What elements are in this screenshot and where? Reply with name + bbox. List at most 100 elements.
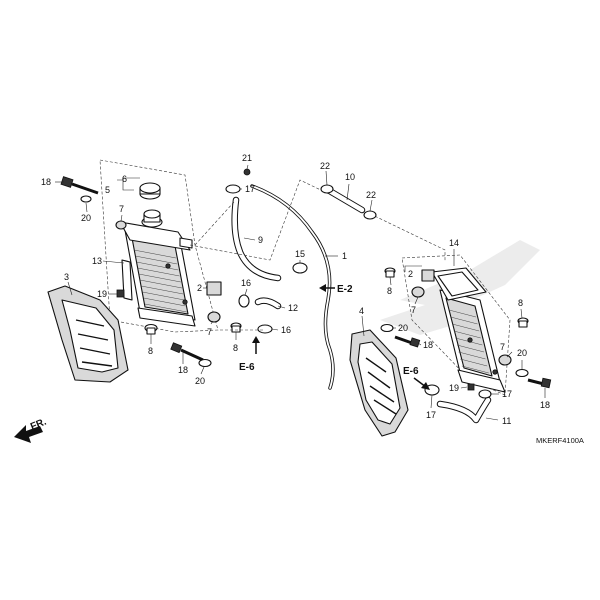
fin-line [461, 365, 489, 374]
callout: 8 [233, 343, 238, 353]
callout: 11 [502, 416, 511, 426]
callout: 5 [105, 185, 110, 195]
callout: 21 [242, 153, 252, 163]
callout: 16 [281, 325, 291, 335]
collar-8-left [144, 323, 158, 335]
callout: 18 [540, 400, 550, 410]
callout-labels: 1 2 2 3 4 5 6 7 7 7 7 8 8 8 8 9 10 11 12… [41, 153, 550, 426]
callout: 10 [345, 172, 355, 182]
bolt-18-right-bottom [527, 377, 552, 389]
clamp-16-upper [238, 294, 250, 308]
shroud-slot [81, 361, 113, 367]
clamp-17-top [225, 184, 241, 194]
ref-label-e6-right: E-6 [403, 366, 419, 377]
clip-21 [243, 168, 251, 176]
callout: 6 [122, 174, 127, 184]
radiator-cap-left [139, 182, 161, 200]
fin-line [136, 261, 179, 271]
callout: 15 [295, 249, 305, 259]
hose-10 [324, 186, 366, 214]
callout: 17 [502, 389, 512, 399]
clip-19-right [467, 383, 475, 391]
siphon-tube-1 [250, 184, 335, 390]
cushion-2-left [206, 281, 222, 296]
callout: 7 [207, 327, 212, 337]
callout: 20 [195, 376, 205, 386]
callout: 2 [197, 283, 202, 293]
callout: 3 [64, 272, 69, 282]
shroud-slot [369, 385, 395, 403]
direction-label: FR. [29, 416, 48, 432]
washer-20-right-bottom [515, 368, 529, 378]
clamp-16-lower [257, 324, 273, 334]
callout: 8 [148, 346, 153, 356]
shroud-slot [365, 357, 387, 373]
shroud-slot [373, 399, 397, 415]
leader-lines [55, 164, 546, 421]
bolt-18-left-top [60, 176, 99, 195]
shroud-slot [75, 319, 105, 327]
bolt-18-right-mid [394, 335, 421, 348]
clamp-15 [292, 262, 308, 274]
callout: 8 [518, 298, 523, 308]
ref-arrow-e2 [319, 284, 335, 292]
fin-line [143, 297, 186, 307]
callout: 20 [517, 348, 527, 358]
callout: 8 [387, 286, 392, 296]
callout: 13 [92, 256, 102, 266]
hose-9 [231, 196, 282, 282]
fin-line [452, 323, 480, 332]
shroud-slot [77, 333, 109, 341]
shroud-slot [367, 371, 391, 389]
figure-code: MKERF4100A [536, 436, 584, 445]
grommet-7-left-bottom [207, 311, 221, 323]
callout: 17 [245, 184, 255, 194]
callout: 2 [408, 269, 413, 279]
left-radiator-group [60, 159, 242, 368]
grommet-7-right-bottom [498, 354, 512, 366]
callout: 4 [359, 306, 364, 316]
fin-line [460, 358, 488, 367]
fin-line [141, 285, 184, 295]
washer-20-right-top [380, 323, 394, 333]
fin-line [142, 291, 185, 301]
callout: 18 [178, 365, 188, 375]
right-radiator-core [431, 267, 506, 393]
ref-label-e6-left: E-6 [239, 362, 255, 373]
callout: 18 [41, 177, 51, 187]
left-shroud [47, 285, 129, 383]
washer-20-left-top [80, 195, 92, 203]
left-radiator-core [119, 209, 196, 327]
ref-arrow-e6-right [413, 377, 430, 390]
clip-19-left [116, 289, 125, 298]
fin-line [139, 279, 183, 289]
ref-arrow-e6-left [252, 336, 260, 354]
callout: 7 [119, 204, 124, 214]
callout: 9 [258, 235, 263, 245]
hose-12 [254, 297, 282, 310]
fin-line [137, 267, 180, 277]
fin-line [144, 303, 187, 313]
grommet-7-left-top [115, 220, 127, 230]
washer-20-left-bottom [198, 358, 212, 368]
bolt-18-left-bottom [170, 342, 204, 362]
callout: 19 [97, 289, 107, 299]
callout: 17 [426, 410, 436, 420]
fin-line [448, 309, 477, 318]
callout: 19 [449, 383, 459, 393]
collar-8-left-2 [230, 322, 242, 333]
right-shroud [349, 329, 409, 437]
fin-line [135, 255, 178, 265]
callout: 7 [411, 305, 416, 315]
callout: 1 [342, 251, 347, 261]
cushion-2-right [421, 269, 435, 282]
collar-8-right-top [384, 267, 396, 278]
fin-line [453, 330, 481, 339]
callout: 14 [449, 238, 459, 248]
ref-label-e2: E-2 [337, 284, 353, 295]
callout: 18 [423, 340, 433, 350]
collar-8-right-side [517, 317, 529, 328]
right-radiator-group [380, 254, 552, 396]
